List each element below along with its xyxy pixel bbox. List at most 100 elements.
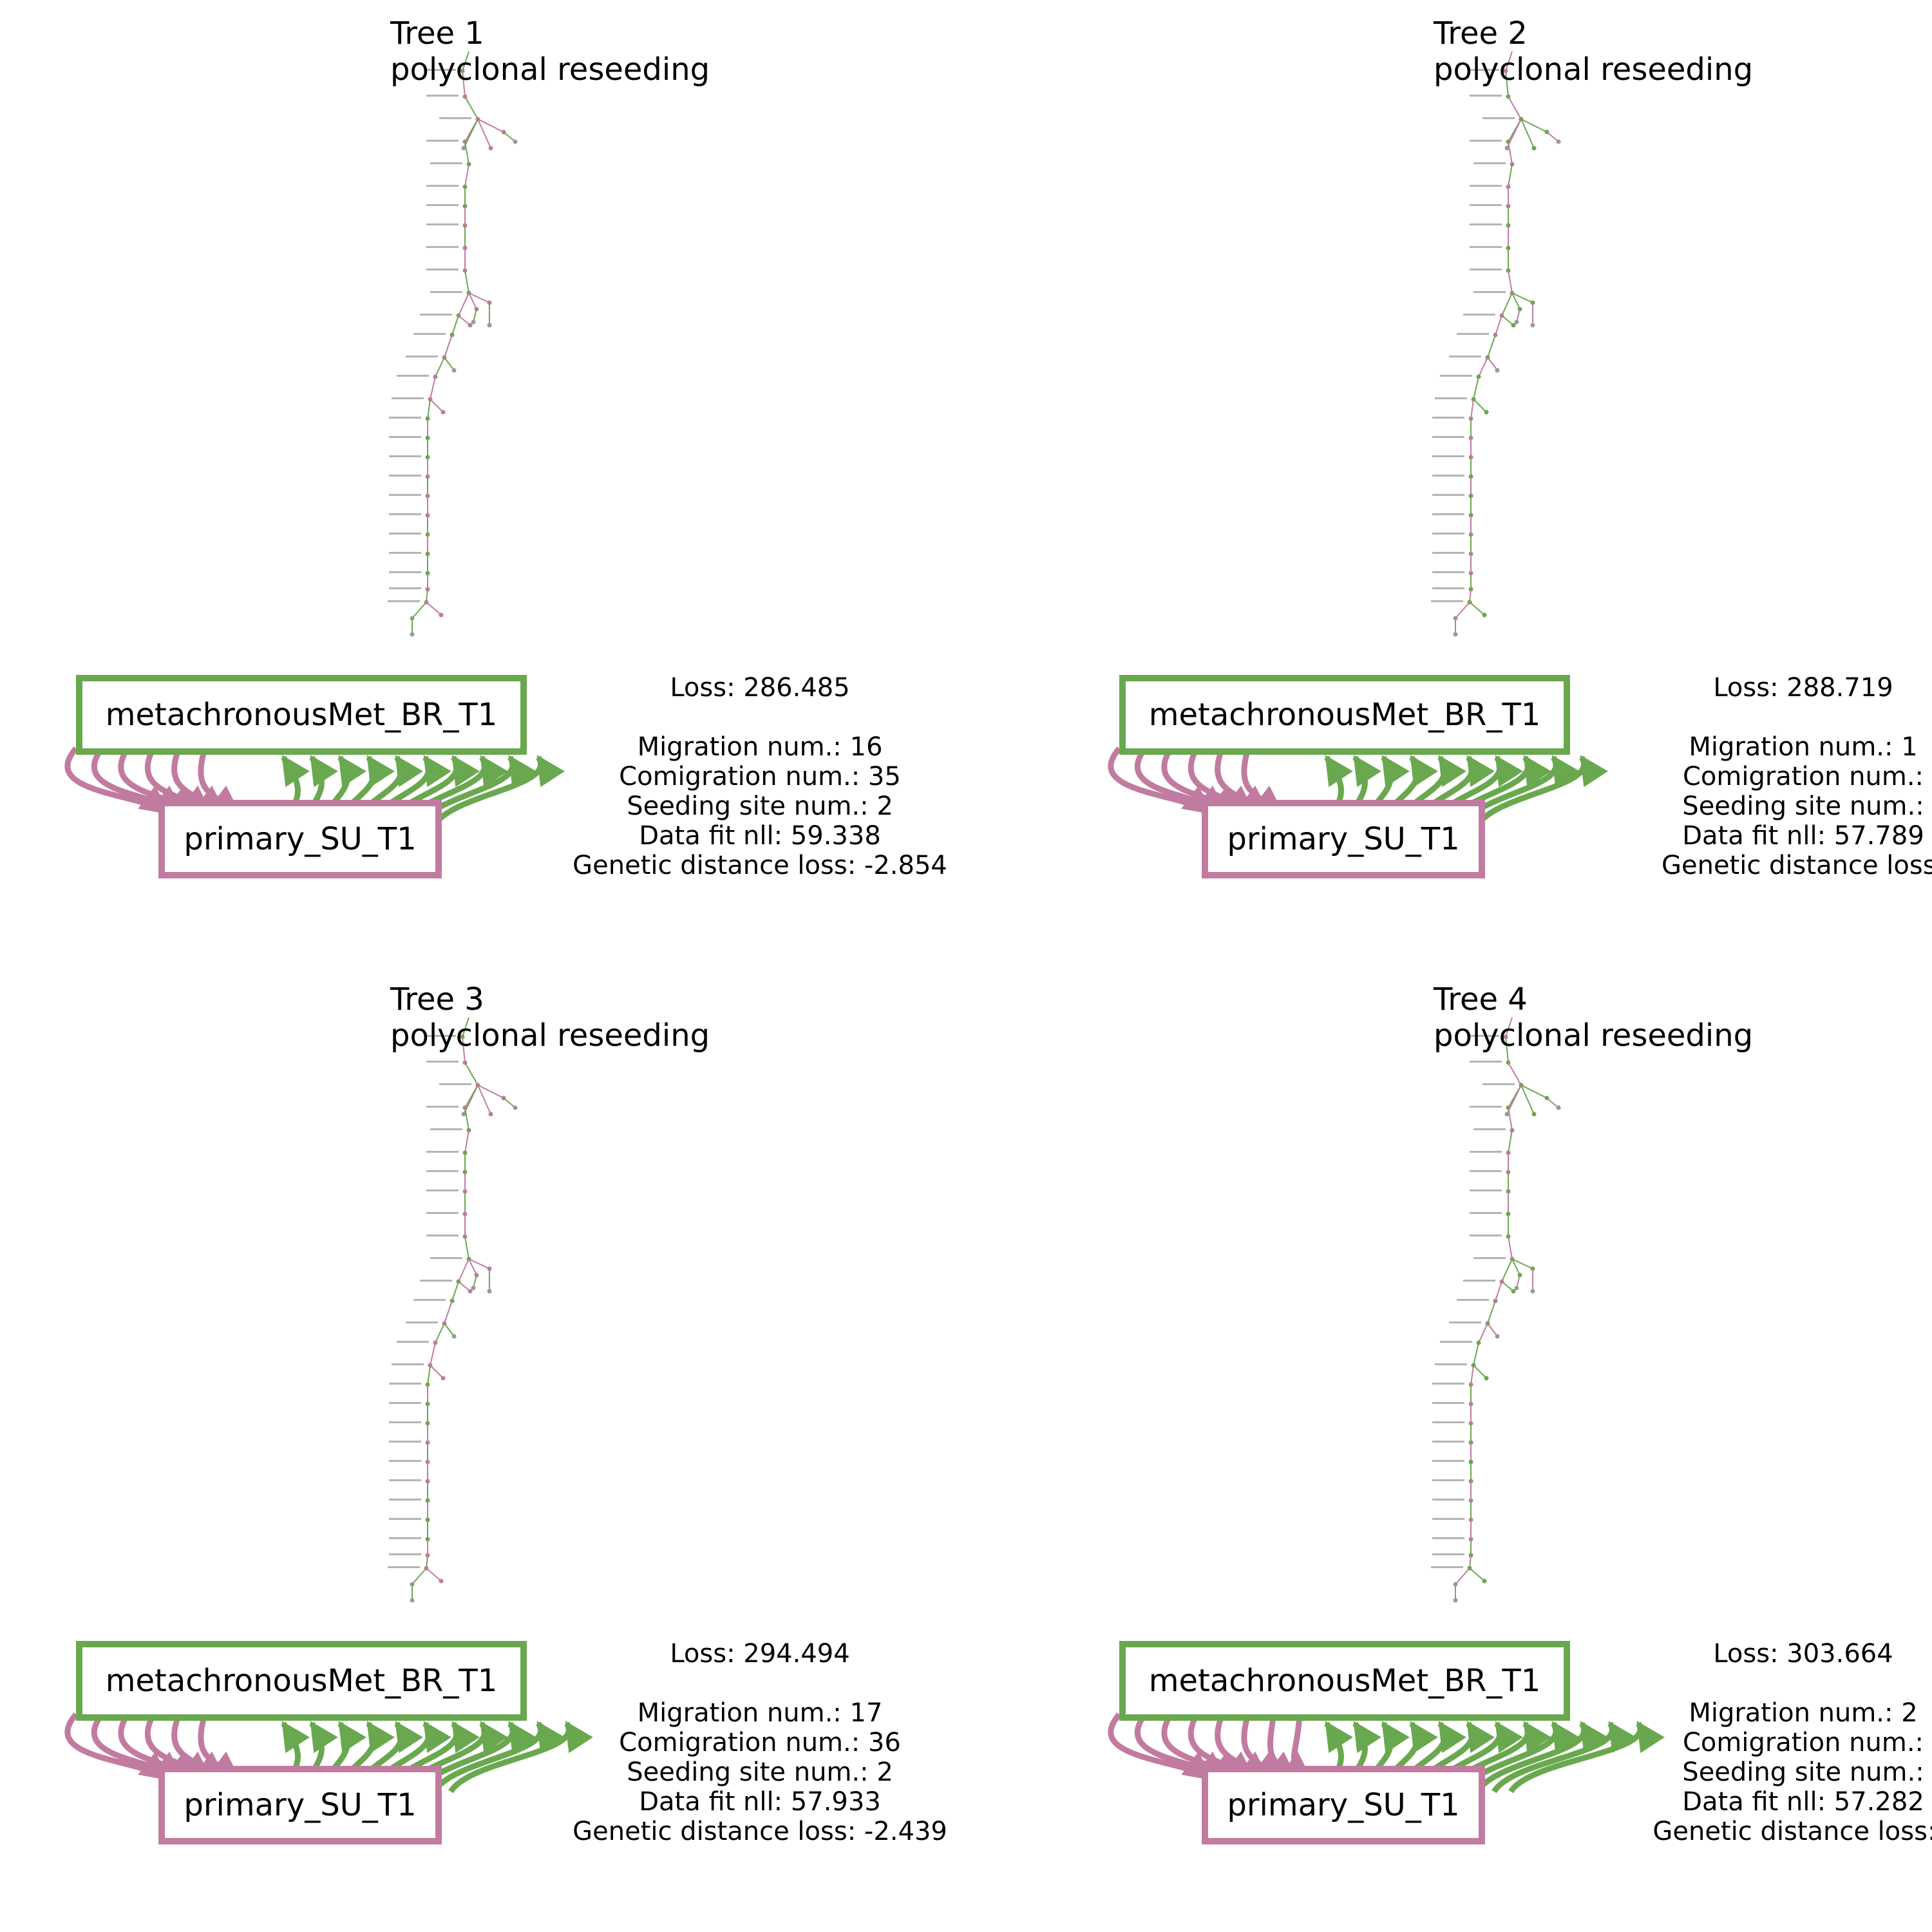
- seeding-site-num: Seeding site num.: 2: [627, 791, 893, 821]
- tree-node-label: [1431, 1566, 1463, 1568]
- stats-block: Loss: 294.494 Migration num.: 17 Comigra…: [567, 1639, 953, 1846]
- tree-node-label: [1470, 223, 1502, 225]
- tree-edge: [462, 70, 466, 97]
- tree-node: [1482, 1578, 1487, 1584]
- comigration-num: Comigration num.:: [1682, 1728, 1924, 1757]
- tree-edge: [477, 118, 504, 133]
- tree-node-label: [389, 513, 421, 515]
- tree-edge: [477, 1084, 504, 1099]
- tree-node: [410, 1598, 415, 1603]
- tree-edge: [458, 1281, 471, 1292]
- tree-node-label: [1432, 1441, 1464, 1443]
- tree-node: [1556, 139, 1561, 144]
- tree-node-label: [1432, 1460, 1464, 1462]
- tree-edge: [1478, 1323, 1488, 1343]
- tree-node-label: [430, 1128, 462, 1130]
- tree-edge: [1508, 1130, 1513, 1153]
- met-site-node: metachronousMet_BR_T1: [76, 675, 527, 755]
- tree-node-label: [388, 1566, 420, 1568]
- tree-node-label: [1470, 1151, 1502, 1153]
- tree-edge: [1469, 1567, 1485, 1582]
- tree-edge: [477, 1084, 491, 1115]
- migration-num: Migration num.: 16: [637, 732, 883, 762]
- tree-node-label: [389, 1460, 421, 1462]
- tree-edge: [462, 1017, 469, 1037]
- tree-panel-1: Tree 1 polyclonal reseeding metachronous…: [0, 0, 966, 966]
- tree-edge: [1508, 164, 1513, 187]
- tree-node-label: [1457, 333, 1489, 335]
- tree-node-label: [389, 475, 421, 477]
- tree-node-label: [1470, 1106, 1502, 1108]
- migration-graph: [64, 1712, 593, 1794]
- tree-node: [461, 146, 466, 151]
- tree-node-label: [1432, 1479, 1464, 1481]
- migration-graph: [64, 746, 565, 828]
- migration-num: Migration num.: 1: [1689, 732, 1918, 762]
- stats-block: Loss: 286.485 Migration num.: 16 Comigra…: [567, 673, 953, 880]
- comigration-num: Comigration num.: 35: [619, 762, 901, 791]
- tree-pattern: polyclonal reseeding: [1434, 1018, 1754, 1054]
- tree-node: [1504, 1112, 1510, 1117]
- tree-node: [1504, 146, 1510, 151]
- tree-node-label: [389, 587, 421, 589]
- loss-value: Loss: 286.485: [670, 673, 850, 703]
- met-site-label: metachronousMet_BR_T1: [1148, 697, 1541, 733]
- tree-edge: [464, 96, 478, 120]
- tree-node-label: [1470, 269, 1502, 270]
- tree-node: [1484, 1376, 1489, 1381]
- tree-node-label: [1457, 1299, 1489, 1301]
- tree-node-label: [389, 1499, 421, 1501]
- tree-edge: [1520, 118, 1535, 149]
- tree-node: [451, 368, 457, 373]
- tree-node-label: [1470, 1212, 1502, 1214]
- tree-node-label: [1470, 1061, 1502, 1063]
- data-fit-nll: Data fit nll: 57.789: [1682, 821, 1924, 851]
- tree-node-label: [389, 1553, 421, 1555]
- tree-node-label: [1470, 185, 1502, 187]
- tree-node: [451, 1334, 457, 1339]
- tree-panel-3: Tree 3 polyclonal reseeding metachronous…: [0, 966, 966, 1932]
- tree-node-label: [420, 1280, 452, 1282]
- tree-node-label: [430, 162, 462, 164]
- tree-node: [410, 632, 415, 637]
- tree-edge: [435, 357, 445, 377]
- seeding-site-num: Seeding site num.:: [1682, 791, 1924, 821]
- tree-node-label: [1482, 1083, 1515, 1085]
- tree-node-label: [1440, 375, 1472, 377]
- tree-pattern: polyclonal reseeding: [390, 52, 710, 88]
- data-fit-nll: Data fit nll: 59.338: [639, 821, 881, 851]
- tree-node-label: [1432, 552, 1464, 554]
- tree-node: [1495, 1334, 1500, 1339]
- tree-edge: [426, 1567, 442, 1582]
- tree-node: [439, 612, 444, 618]
- tree-edge: [1506, 1084, 1522, 1115]
- tree-edge: [1455, 601, 1470, 619]
- tree-edge: [1487, 1300, 1496, 1324]
- tree-edge: [503, 1097, 516, 1108]
- loss-value: Loss: 288.719: [1713, 673, 1893, 703]
- tree-node-label: [389, 436, 421, 438]
- stats-block: Loss: 303.664 Migration num.: 2 Comigrat…: [1610, 1639, 1932, 1846]
- tree-edge: [468, 1258, 477, 1276]
- tree-node-label: [389, 1537, 421, 1539]
- tree-node-label: [430, 291, 462, 293]
- tree-node: [513, 1105, 518, 1110]
- tree-edge: [464, 164, 469, 187]
- tree-node: [1531, 1112, 1537, 1117]
- tree-number: Tree 4: [1434, 981, 1528, 1018]
- loss-value: Loss: 294.494: [670, 1639, 850, 1669]
- tree-node-label: [1440, 1341, 1472, 1343]
- tree-node-label: [1435, 1363, 1467, 1365]
- genetic-distance-loss: Genetic distance loss: -2.854: [573, 851, 947, 880]
- tree-edge: [1505, 1017, 1513, 1037]
- tree-node-label: [1470, 1189, 1502, 1191]
- met-site-label: metachronousMet_BR_T1: [105, 1663, 498, 1699]
- tree-edge: [1487, 1323, 1498, 1337]
- tree-edge: [458, 315, 471, 326]
- tree-edge: [468, 292, 477, 310]
- tree-edge: [444, 334, 453, 358]
- tree-title: Tree 3 polyclonal reseeding: [390, 981, 710, 1054]
- tree-edge: [1508, 270, 1513, 294]
- tree-edge: [464, 1062, 478, 1086]
- tree-edge: [427, 1365, 431, 1385]
